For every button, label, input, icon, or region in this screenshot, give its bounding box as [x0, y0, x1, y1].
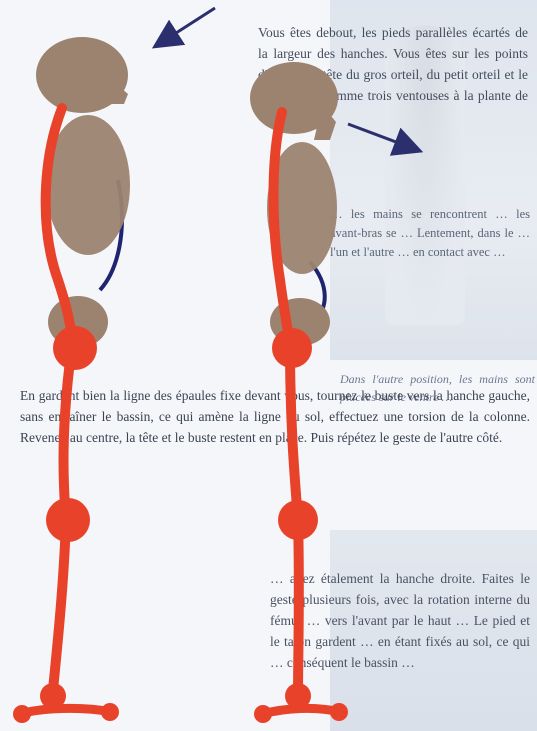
torso-left	[46, 115, 130, 255]
knee-joint-left	[46, 498, 90, 542]
skull-left	[36, 37, 128, 113]
arrow-down-left-icon	[162, 8, 215, 42]
hip-joint-left	[53, 326, 97, 370]
skull-right	[250, 62, 338, 140]
figure-left-slumped	[13, 8, 215, 723]
foot-right	[262, 708, 340, 714]
knee-joint-right	[278, 500, 318, 540]
hip-joint-right	[272, 328, 312, 368]
figure-right-upright	[250, 62, 412, 723]
foot-left	[20, 708, 112, 714]
arrow-down-right-icon	[348, 124, 412, 148]
